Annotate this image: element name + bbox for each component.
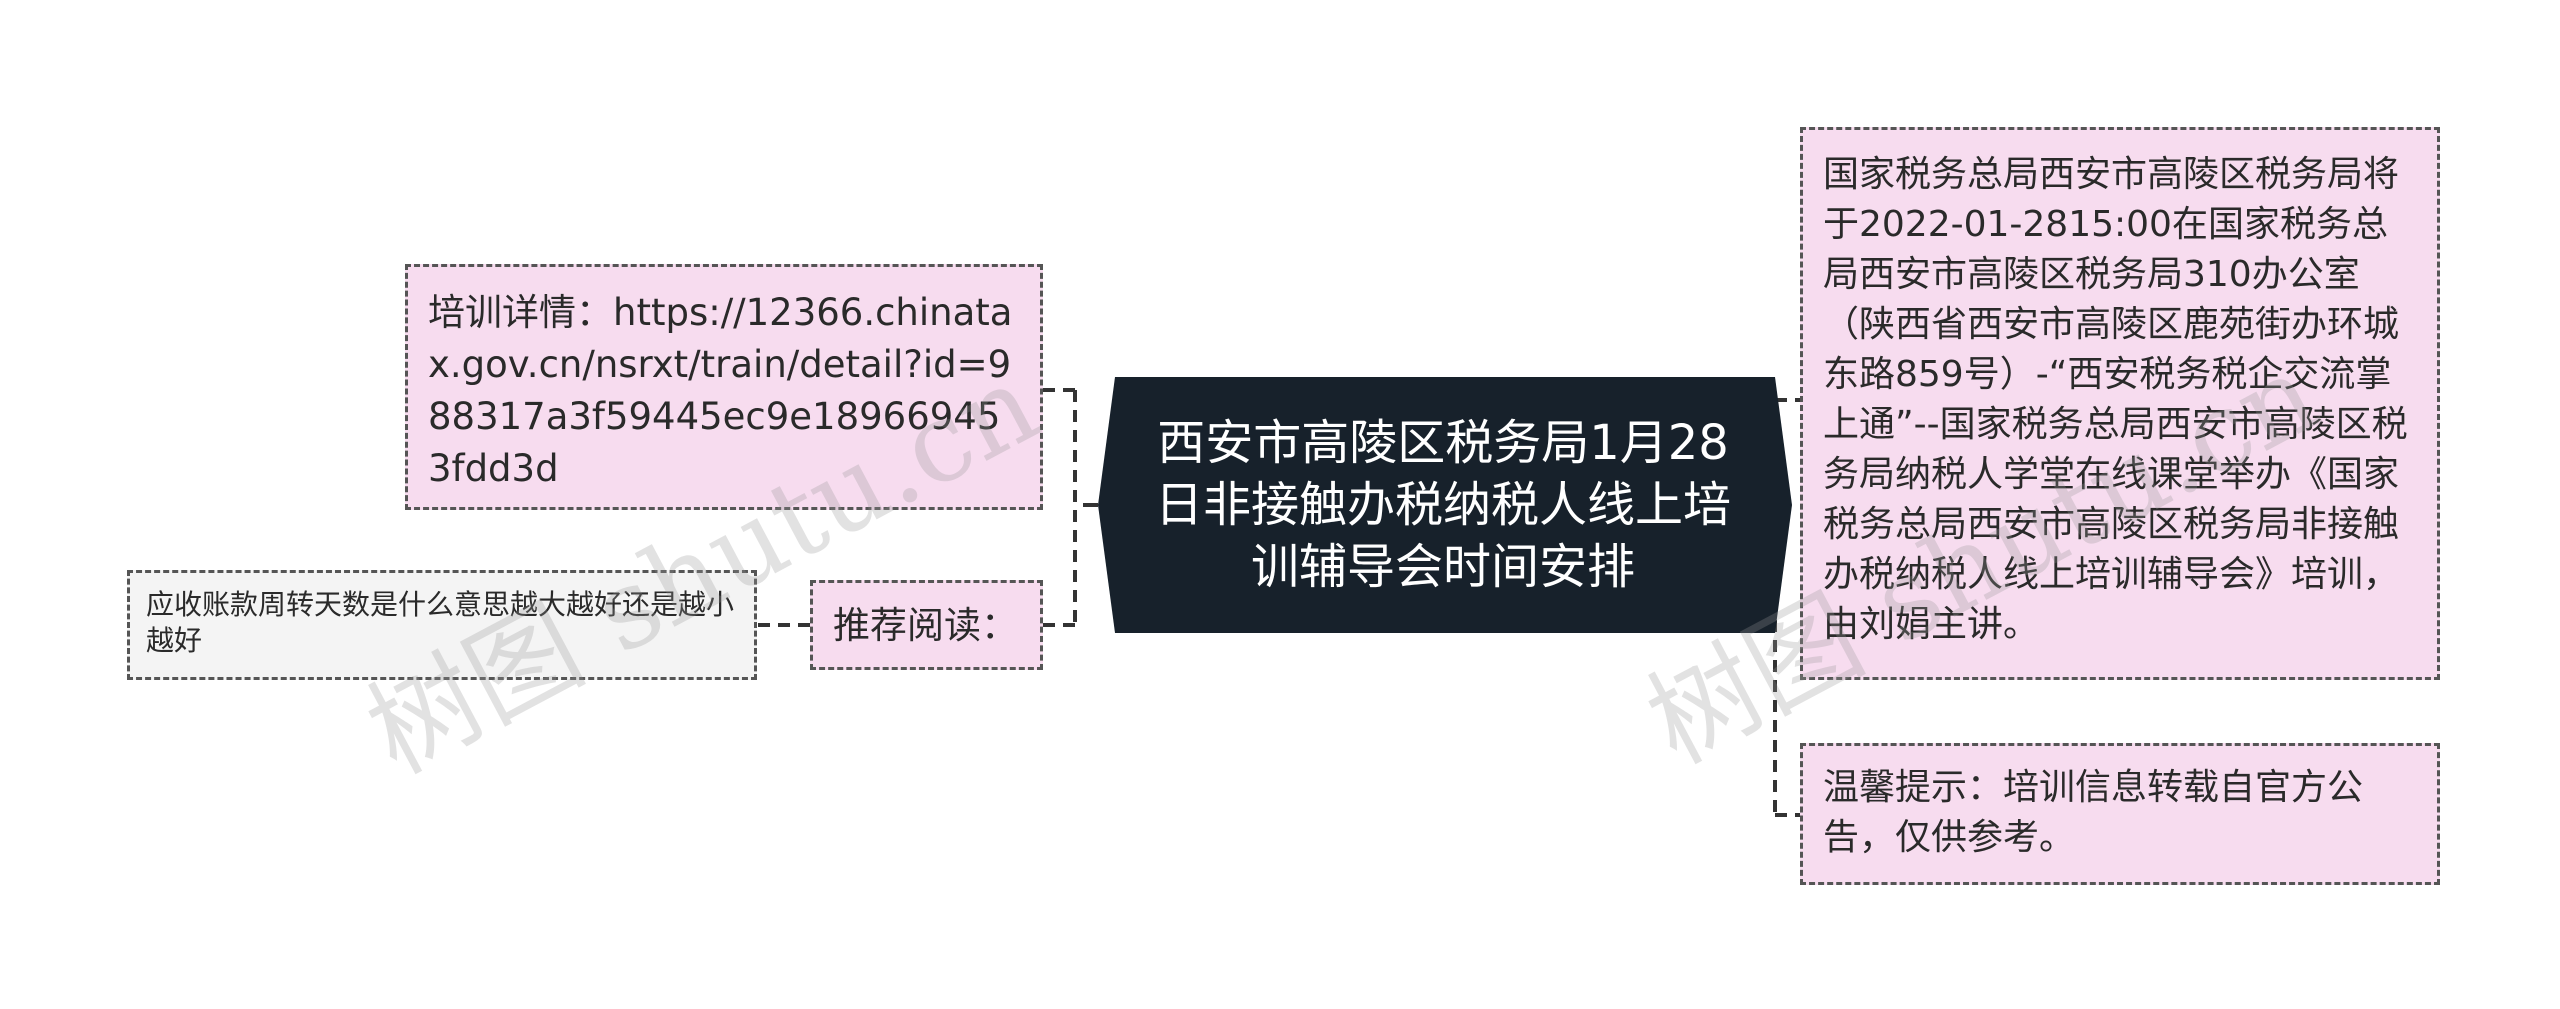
recommend-reading-node[interactable]: 推荐阅读： — [810, 580, 1043, 670]
central-topic-text: 西安市高陵区税务局1月28日非接触办税纳税人线上培训辅导会时间安排 — [1154, 415, 1731, 595]
recommended-article-text: 应收账款周转天数是什么意思越大越好还是越小越好 — [146, 588, 735, 657]
training-notice-text: 国家税务总局西安市高陵区税务局将于2022-01-2815:00在国家税务总局西… — [1823, 154, 2408, 645]
recommend-reading-label: 推荐阅读： — [833, 604, 1018, 647]
training-details-node[interactable]: 培训详情：https://12366.chinatax.gov.cn/nsrxt… — [405, 264, 1043, 510]
training-notice-node[interactable]: 国家税务总局西安市高陵区税务局将于2022-01-2815:00在国家税务总局西… — [1800, 127, 2440, 680]
tip-node[interactable]: 温馨提示：培训信息转载自官方公告，仅供参考。 — [1800, 743, 2440, 885]
training-details-text: 培训详情：https://12366.chinatax.gov.cn/nsrxt… — [428, 291, 1013, 490]
recommended-article-link[interactable]: 应收账款周转天数是什么意思越大越好还是越小越好 — [127, 570, 757, 680]
central-topic-hexagon — [1098, 377, 1792, 633]
central-topic[interactable]: 西安市高陵区税务局1月28日非接触办税纳税人线上培训辅导会时间安排 — [1108, 377, 1778, 633]
tip-text: 温馨提示：培训信息转载自官方公告，仅供参考。 — [1823, 767, 2364, 858]
central-topic-shape — [1098, 377, 1792, 633]
